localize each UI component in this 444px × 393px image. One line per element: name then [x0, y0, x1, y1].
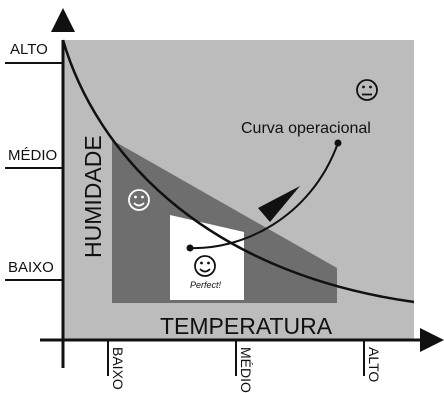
perfect-label: Perfect! — [190, 280, 222, 290]
y-tick-label-high: ALTO — [10, 41, 48, 58]
pointer-arrow-head — [258, 186, 300, 222]
y-tick-label-low: BAIXO — [8, 259, 54, 276]
pointer-arrow-dot-start — [334, 139, 342, 147]
operational-curve — [61, 39, 415, 304]
x-axis-title: TEMPERATURA — [160, 313, 333, 339]
x-tick-label-high: ALTO — [366, 347, 382, 382]
perfect-smiley-face-icon — [194, 255, 216, 277]
perfect-region — [170, 215, 244, 300]
x-tick-label-mid: MÉDIO — [238, 347, 254, 393]
pointer-arrow-dot-end — [186, 244, 194, 252]
inner-region — [112, 140, 337, 303]
smiley-face-icon — [128, 189, 150, 211]
x-axis-arrow — [420, 328, 444, 352]
y-axis-title: HUMIDADE — [80, 135, 106, 258]
neutral-face-icon — [356, 79, 378, 101]
pointer-arrow-line — [189, 142, 339, 250]
y-tick-label-mid: MÉDIO — [8, 147, 57, 164]
x-tick-label-low: BAIXO — [110, 347, 126, 390]
curve-label: Curva operacional — [241, 120, 371, 137]
y-axis-arrow — [51, 8, 75, 32]
